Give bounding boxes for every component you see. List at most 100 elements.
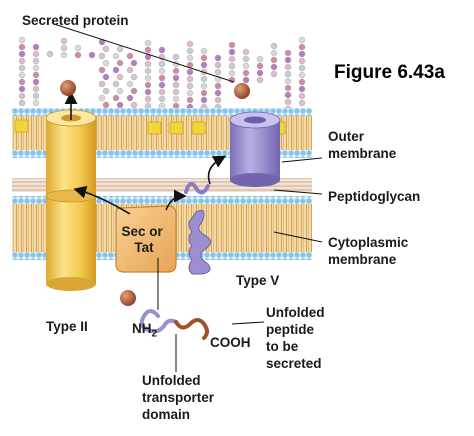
lps-bead <box>298 92 306 100</box>
lps-bead <box>144 88 152 96</box>
lps-bead <box>102 73 110 81</box>
sec-tat-translocon: Sec or Tat <box>115 205 177 273</box>
lps-bead <box>18 85 26 93</box>
lps-bead <box>74 44 82 52</box>
lps-bead <box>186 68 194 76</box>
lps-bead <box>186 47 194 55</box>
lps-bead <box>32 85 40 93</box>
lps-bead <box>284 98 292 106</box>
cooh-label: COOH <box>210 335 251 350</box>
lps-bead <box>270 63 278 71</box>
periplasm-peptide-squiggle <box>184 181 210 195</box>
lps-bead <box>228 76 236 84</box>
lps-bead <box>172 67 180 75</box>
lps-bead <box>126 94 134 102</box>
sec-tat-line2: Tat <box>134 240 154 255</box>
lps-bead <box>18 36 26 44</box>
lps-bead <box>32 92 40 100</box>
lps-bead <box>158 81 166 89</box>
lps-bead <box>130 101 138 109</box>
type-v-transporter-domain <box>188 209 211 275</box>
lps-bead <box>200 61 208 69</box>
lps-bead <box>228 62 236 70</box>
lps-bead <box>112 52 120 60</box>
lps-bead <box>32 78 40 86</box>
lps-bead <box>158 60 166 68</box>
unfolded-transporter-label: Unfolded transporter domain <box>142 373 215 422</box>
lps-bead <box>98 80 106 88</box>
type-ii-label: Type II <box>46 319 88 334</box>
lps-bead <box>18 92 26 100</box>
lps-bead <box>60 37 68 45</box>
lps-bead <box>144 46 152 54</box>
lps-bead <box>130 73 138 81</box>
lps-bead <box>200 89 208 97</box>
lps-bead <box>112 66 120 74</box>
lps-bead <box>98 52 106 60</box>
lps-bead <box>116 59 124 67</box>
lps-bead <box>74 51 82 59</box>
lps-bead <box>116 73 124 81</box>
lps-bead <box>102 59 110 67</box>
lps-bead <box>200 75 208 83</box>
lps-bead <box>200 47 208 55</box>
lps-bead <box>242 62 250 70</box>
lps-bead <box>126 52 134 60</box>
secretion-arrows <box>64 91 227 215</box>
lps-bead <box>144 39 152 47</box>
lps-bead <box>298 50 306 58</box>
lps-bead <box>214 54 222 62</box>
lps-bead <box>242 69 250 77</box>
lps-bead <box>172 95 180 103</box>
lps-bead <box>98 94 106 102</box>
lps-bead <box>158 46 166 54</box>
lps-bead <box>144 95 152 103</box>
lps-bead <box>200 82 208 90</box>
lps-bead <box>228 55 236 63</box>
lps-bead <box>60 44 68 52</box>
lps-bead <box>298 43 306 51</box>
lps-bead <box>270 56 278 64</box>
lps-bead <box>200 54 208 62</box>
lps-bead <box>284 49 292 57</box>
lps-bead <box>88 51 96 59</box>
lps-bead <box>32 64 40 72</box>
lps-bead <box>98 66 106 74</box>
lps-bead <box>102 101 110 109</box>
unfolded-peptide <box>139 309 209 340</box>
lps-bead <box>144 60 152 68</box>
lps-bead <box>256 69 264 77</box>
lps-bead <box>256 55 264 63</box>
lps-bead <box>298 78 306 86</box>
lps-chains <box>18 36 306 113</box>
type-v-label: Type V <box>236 273 280 288</box>
svg-text:Sec or Tat: Sec or Tat <box>121 224 166 255</box>
lps-bead <box>130 59 138 67</box>
outer-membrane-label: Outer membrane <box>328 129 397 161</box>
lps-bead <box>214 68 222 76</box>
lps-bead <box>172 88 180 96</box>
lps-bead <box>18 50 26 58</box>
lps-bead <box>186 40 194 48</box>
nh2-label: NH2 <box>132 320 157 343</box>
lps-bead <box>116 101 124 109</box>
lps-bead <box>32 43 40 51</box>
lps-bead <box>60 51 68 59</box>
lps-bead <box>298 64 306 72</box>
type-v-barrel <box>229 111 281 187</box>
lps-bead <box>18 71 26 79</box>
lps-bead <box>158 88 166 96</box>
lps-bead <box>172 74 180 82</box>
type-ii-channel <box>45 109 97 291</box>
lps-bead <box>186 75 194 83</box>
lps-bead <box>200 96 208 104</box>
secreted-protein-label: Secreted protein <box>22 13 129 28</box>
lps-bead <box>172 81 180 89</box>
lps-bead <box>112 80 120 88</box>
lps-bead <box>270 49 278 57</box>
lps-bead <box>228 48 236 56</box>
lps-bead <box>186 54 194 62</box>
lps-bead <box>228 41 236 49</box>
lps-bead <box>144 74 152 82</box>
